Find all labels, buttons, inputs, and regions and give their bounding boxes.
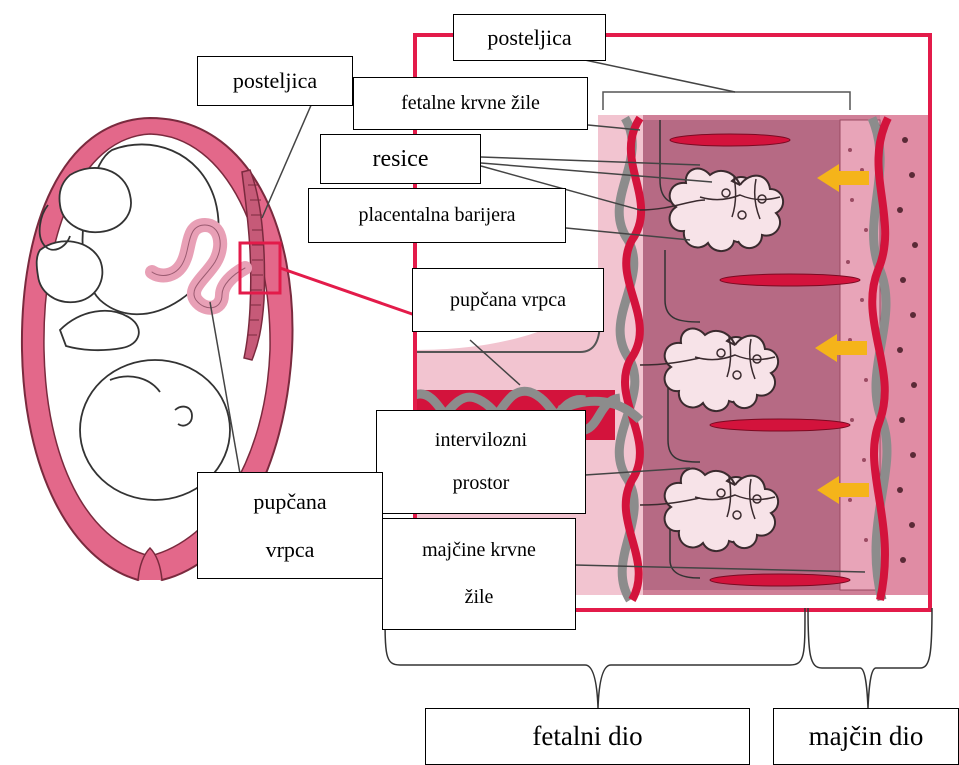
label-text: vrpca xyxy=(266,536,315,564)
label-text: pupčana xyxy=(253,488,326,516)
label-text: fetalne krvne žile xyxy=(401,91,540,116)
label-text: pupčana vrpca xyxy=(450,288,566,313)
label-placenta-top: posteljica xyxy=(453,14,606,61)
label-text: posteljica xyxy=(233,67,317,95)
label-text: placentalna barijera xyxy=(358,203,515,228)
label-text: prostor xyxy=(453,471,510,496)
label-fetal-part: fetalni dio xyxy=(425,708,750,765)
label-text: intervilozni xyxy=(435,428,527,453)
label-text: fetalni dio xyxy=(532,720,642,754)
maternal-part-brace xyxy=(808,608,932,708)
label-maternal-part: majčin dio xyxy=(773,708,959,765)
label-umbilical-cord-left: pupčana vrpca xyxy=(197,472,383,579)
label-text: majčin dio xyxy=(809,720,924,754)
label-fetal-vessels: fetalne krvne žile xyxy=(353,77,588,130)
label-placenta-left: posteljica xyxy=(197,56,353,106)
label-text: žile xyxy=(465,585,494,610)
label-placental-barrier: placentalna barijera xyxy=(308,188,566,243)
label-text: posteljica xyxy=(487,24,571,52)
label-villi: resice xyxy=(320,134,481,184)
label-text: resice xyxy=(373,144,429,174)
label-umbilical-cord-right: pupčana vrpca xyxy=(412,268,604,332)
label-intervillous-space: intervilozni prostor xyxy=(376,410,586,514)
label-maternal-vessels: majčine krvne žile xyxy=(382,518,576,630)
label-text: majčine krvne xyxy=(422,538,536,563)
